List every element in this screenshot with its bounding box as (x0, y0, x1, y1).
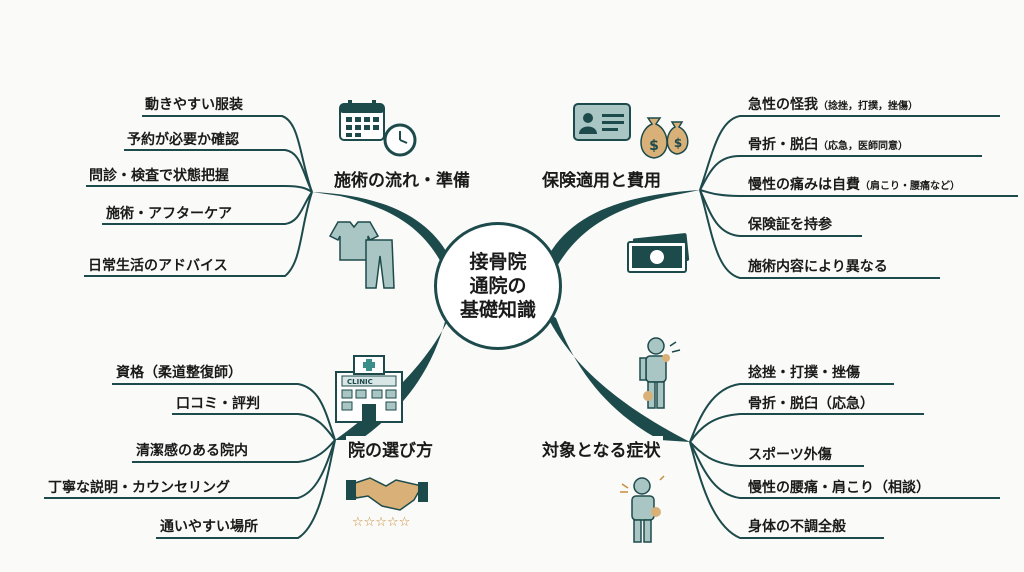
leaf-tr-4: 保険証を持参 (748, 216, 832, 234)
leaf-line-bl-1 (112, 383, 336, 441)
handshake-icon (346, 477, 428, 511)
leaf-line-tr-5 (699, 189, 940, 279)
branch-connector-bottom-right (545, 312, 690, 442)
center-topic: 接骨院 通院の 基礎知識 (434, 222, 562, 350)
leaf-tl-1: 動きやすい服装 (145, 97, 243, 113)
leaf-tl-4: 施術・アフターケア (106, 206, 232, 222)
leaf-line-br-5 (689, 441, 884, 539)
center-title-line3: 基礎知識 (459, 299, 536, 321)
leaf-line-tl-3 (86, 185, 313, 193)
leaf-line-tr-1 (699, 115, 1000, 191)
leaf-br-2: 骨折・脱臼（応急） (748, 396, 874, 412)
leaf-line-bl-2 (172, 413, 336, 441)
leaf-tr-5-main: 施術内容により異なる (748, 259, 888, 275)
leaf-tr-3: 慢性の痛みは自費（肩こり・腰痛など） (748, 176, 960, 196)
leaf-tl-5: 日常生活のアドバイス (88, 258, 228, 274)
leaf-bl-3: 清潔感のある院内 (136, 443, 248, 459)
branch-connector-top-left (312, 192, 452, 268)
leaf-tl-3: 問診・検査で状態把握 (89, 168, 229, 184)
svg-text:$: $ (674, 136, 682, 150)
leaf-line-br-1 (689, 383, 894, 443)
leaf-br-1: 捻挫・打撲・挫傷 (748, 365, 860, 381)
leaf-line-bl-5 (156, 439, 336, 539)
patient-back-pain-icon (620, 475, 665, 543)
leaf-tr-1: 急性の怪我（捻挫，打撲，挫傷） (748, 96, 918, 116)
leaf-tr-3-main: 慢性の痛みは自費 (748, 177, 860, 193)
leaf-tr-3-note: （肩こり・腰痛など） (860, 181, 960, 192)
leaf-tr-1-note: （捻挫，打撲，挫傷） (818, 101, 918, 112)
clinic-sign-label: CLINIC (347, 378, 373, 386)
clinic-building-icon (335, 355, 403, 423)
leaf-tr-2-note: （応急，医師同意） (818, 141, 908, 152)
branch-title-clinic-choice: 院の選び方 (346, 436, 435, 461)
patient-pain-icon (639, 337, 681, 409)
leaf-tr-4-main: 保険証を持参 (748, 217, 832, 233)
leaf-bl-5: 通いやすい場所 (160, 519, 258, 535)
leaf-tl-2: 予約が必要か確認 (127, 132, 239, 148)
leaf-line-tl-5 (84, 191, 313, 277)
id-card-icon (573, 103, 631, 141)
leaf-br-3: スポーツ外傷 (748, 447, 832, 463)
clothes-icon (328, 221, 395, 289)
center-title-line2: 通院の (469, 275, 527, 297)
calendar-icon (339, 100, 385, 141)
leaf-tr-2-main: 骨折・脱臼 (748, 137, 818, 153)
leaf-line-bl-3 (132, 439, 336, 463)
leaf-line-tr-3 (699, 189, 1018, 197)
leaf-line-br-3 (689, 441, 864, 467)
branch-title-preparation: 施術の流れ・準備 (332, 166, 472, 191)
leaf-line-tl-4 (102, 191, 313, 225)
leaf-tr-2: 骨折・脱臼（応急，医師同意） (748, 136, 908, 156)
leaf-tr-5: 施術内容により異なる (748, 258, 888, 276)
leaf-line-bl-4 (44, 439, 336, 499)
leaf-bl-1: 資格（柔道整復師） (116, 365, 242, 381)
leaf-line-br-2 (689, 413, 924, 443)
leaf-line-tl-2 (124, 149, 313, 193)
leaf-tr-1-main: 急性の怪我 (748, 97, 818, 113)
svg-text:$: $ (649, 138, 659, 154)
clock-icon (383, 123, 417, 157)
banknote-icon (627, 233, 690, 273)
branch-title-symptoms: 対象となる症状 (540, 436, 663, 461)
branch-connector-top-right (545, 190, 700, 268)
leaf-br-5: 身体の不調全般 (748, 519, 846, 535)
money-bag-icon: $ $ (640, 117, 689, 159)
leaf-line-br-4 (689, 441, 1000, 499)
leaf-bl-4: 丁寧な説明・カウンセリング (48, 480, 230, 496)
leaf-line-tr-2 (699, 155, 982, 191)
leaf-br-4: 慢性の腰痛・肩こり（相談） (748, 480, 930, 496)
rating-stars-icon: ☆☆☆☆☆ (352, 515, 411, 530)
leaf-bl-2: 口コミ・評判 (176, 396, 260, 412)
branch-title-insurance: 保険適用と費用 (540, 166, 663, 191)
center-title-line1: 接骨院 (469, 251, 527, 273)
leaf-line-tr-4 (699, 189, 862, 237)
